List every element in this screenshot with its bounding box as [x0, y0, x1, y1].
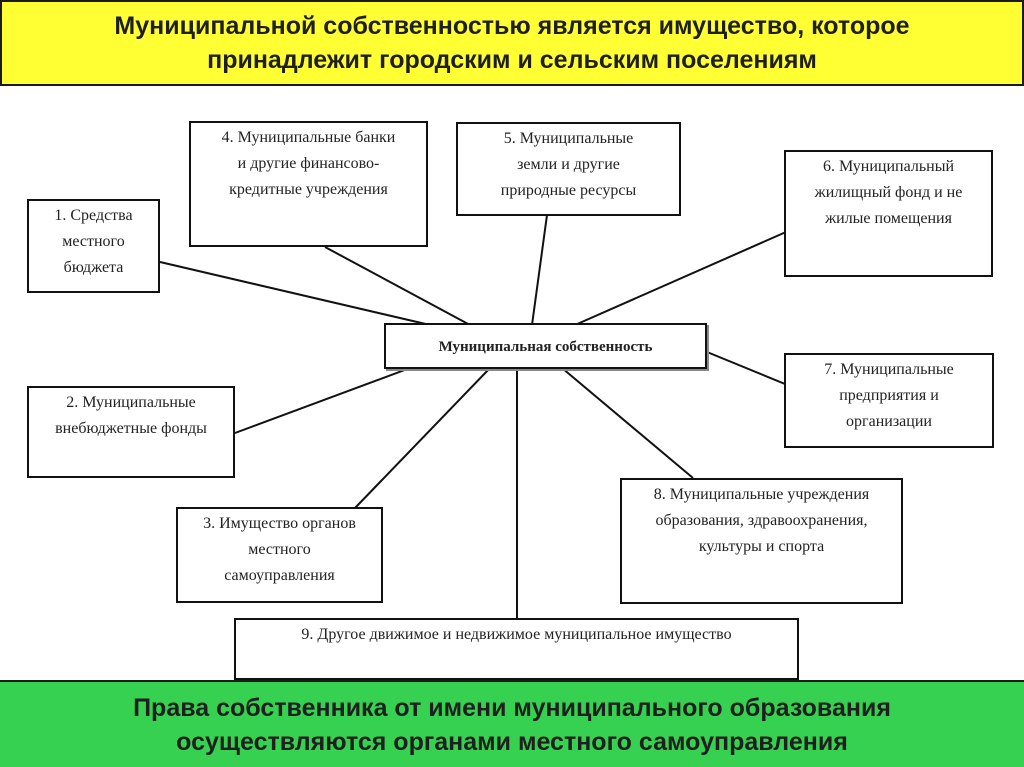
node-5-municipal-lands: 5. Муниципальные земли и другие природны… [456, 122, 681, 216]
center-node-label: Муниципальная собственность [438, 339, 653, 355]
node-7-line-2: предприятия и [839, 387, 939, 404]
node-8-line-2: образования, здравоохранения, [655, 512, 868, 529]
node-1-local-budget: 1. Средства местного бюджета [27, 199, 160, 293]
node-5-line-1: 5. Муниципальные [503, 130, 634, 147]
node-3-line-2: местного [248, 541, 311, 558]
node-1-line-1: 1. Средства [54, 207, 133, 224]
node-9-other-property: 9. Другое движимое и недвижимое муниципа… [234, 618, 799, 680]
node-8-institutions: 8. Муниципальные учреждения образования,… [620, 478, 903, 604]
node-6-line-1: 6. Муниципальный [822, 158, 955, 175]
node-8-line-3: культуры и спорта [698, 538, 825, 555]
connector-3 [354, 367, 491, 509]
node-1-line-3: бюджета [63, 259, 124, 276]
node-3-line-3: самоуправления [224, 567, 335, 584]
node-5-line-2: земли и другие [517, 156, 620, 173]
node-3-self-government-property: 3. Имущество органов местного самоуправл… [176, 507, 383, 603]
node-7-enterprises: 7. Муниципальные предприятия и организац… [784, 353, 994, 448]
node-3-line-1: 3. Имущество органов [203, 515, 356, 532]
node-2-line-1: 2. Муниципальные [66, 394, 196, 411]
connector-2 [234, 367, 411, 434]
node-6-line-3: жилые помещения [825, 210, 952, 227]
node-6-housing-fund: 6. Муниципальный жилищный фонд и не жилы… [784, 150, 993, 277]
connector-7 [706, 351, 786, 385]
node-2-extrabudgetary-funds: 2. Муниципальные внебюджетные фонды [27, 386, 235, 478]
node-6-line-2: жилищный фонд и не [814, 184, 963, 201]
node-7-line-1: 7. Муниципальные [824, 361, 954, 378]
footer-banner: Права собственника от имени муниципально… [0, 680, 1024, 767]
connector-1 [159, 261, 431, 326]
node-8-line-1: 8. Муниципальные учреждения [653, 486, 870, 503]
connector-4 [324, 246, 471, 326]
node-9-line-1: 9. Другое движимое и недвижимое муниципа… [301, 626, 732, 643]
connector-5 [531, 214, 548, 326]
header-line-1: Муниципальной собственностью является им… [114, 12, 910, 40]
node-7-line-3: организации [846, 413, 932, 430]
node-4-line-1: 4. Муниципальные банки [221, 129, 396, 146]
node-4-line-2: и другие финансово- [237, 155, 380, 172]
node-5-line-3: природные ресурсы [500, 182, 637, 199]
connector-8 [561, 367, 694, 479]
node-1-line-2: местного [62, 233, 125, 250]
header-banner: Муниципальной собственностью является им… [0, 0, 1024, 86]
node-4-municipal-banks: 4. Муниципальные банки и другие финансов… [189, 121, 428, 247]
footer-line-1: Права собственника от имени муниципально… [133, 693, 891, 722]
header-line-2: принадлежит городским и сельским поселен… [207, 46, 817, 74]
node-2-line-2: внебюджетные фонды [55, 420, 207, 437]
connector-6 [574, 231, 787, 326]
center-node: Муниципальная собственность [384, 323, 707, 369]
footer-line-2: осуществляются органами местного самоупр… [176, 727, 848, 756]
node-4-line-3: кредитные учреждения [229, 181, 388, 198]
